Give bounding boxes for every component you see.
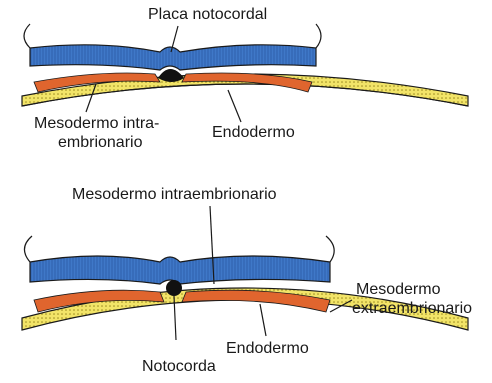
label-mesodermo-extra-line2: extraembrionario [352, 300, 472, 318]
top-endodermo-pointer [228, 90, 241, 122]
label-mesodermo-intraembrionario: Mesodermo intraembrionario [72, 186, 277, 204]
bottom-amnion-right [326, 236, 334, 262]
label-notocorda: Notocorda [142, 358, 216, 376]
top-amnion-right [316, 24, 321, 48]
label-mesodermo-intra-line1: Mesodermo intra- [34, 115, 159, 133]
label-endodermo-bottom: Endodermo [226, 340, 309, 358]
top-ectoderm-layer [30, 45, 316, 70]
top-embryo [22, 24, 468, 122]
bottom-endodermo-pointer [260, 304, 266, 336]
label-endodermo-top: Endodermo [212, 124, 295, 142]
bottom-notochord [166, 280, 182, 296]
label-mesodermo-intra-line2: embrionario [58, 134, 142, 152]
bottom-amnion-left [24, 236, 32, 262]
label-mesodermo-extra-line1: Mesodermo [356, 281, 440, 299]
bottom-embryo [22, 206, 468, 340]
label-placa-notocordal: Placa notocordal [148, 6, 267, 24]
bottom-ectoderm-layer [30, 256, 330, 284]
top-amnion-left [24, 24, 30, 48]
